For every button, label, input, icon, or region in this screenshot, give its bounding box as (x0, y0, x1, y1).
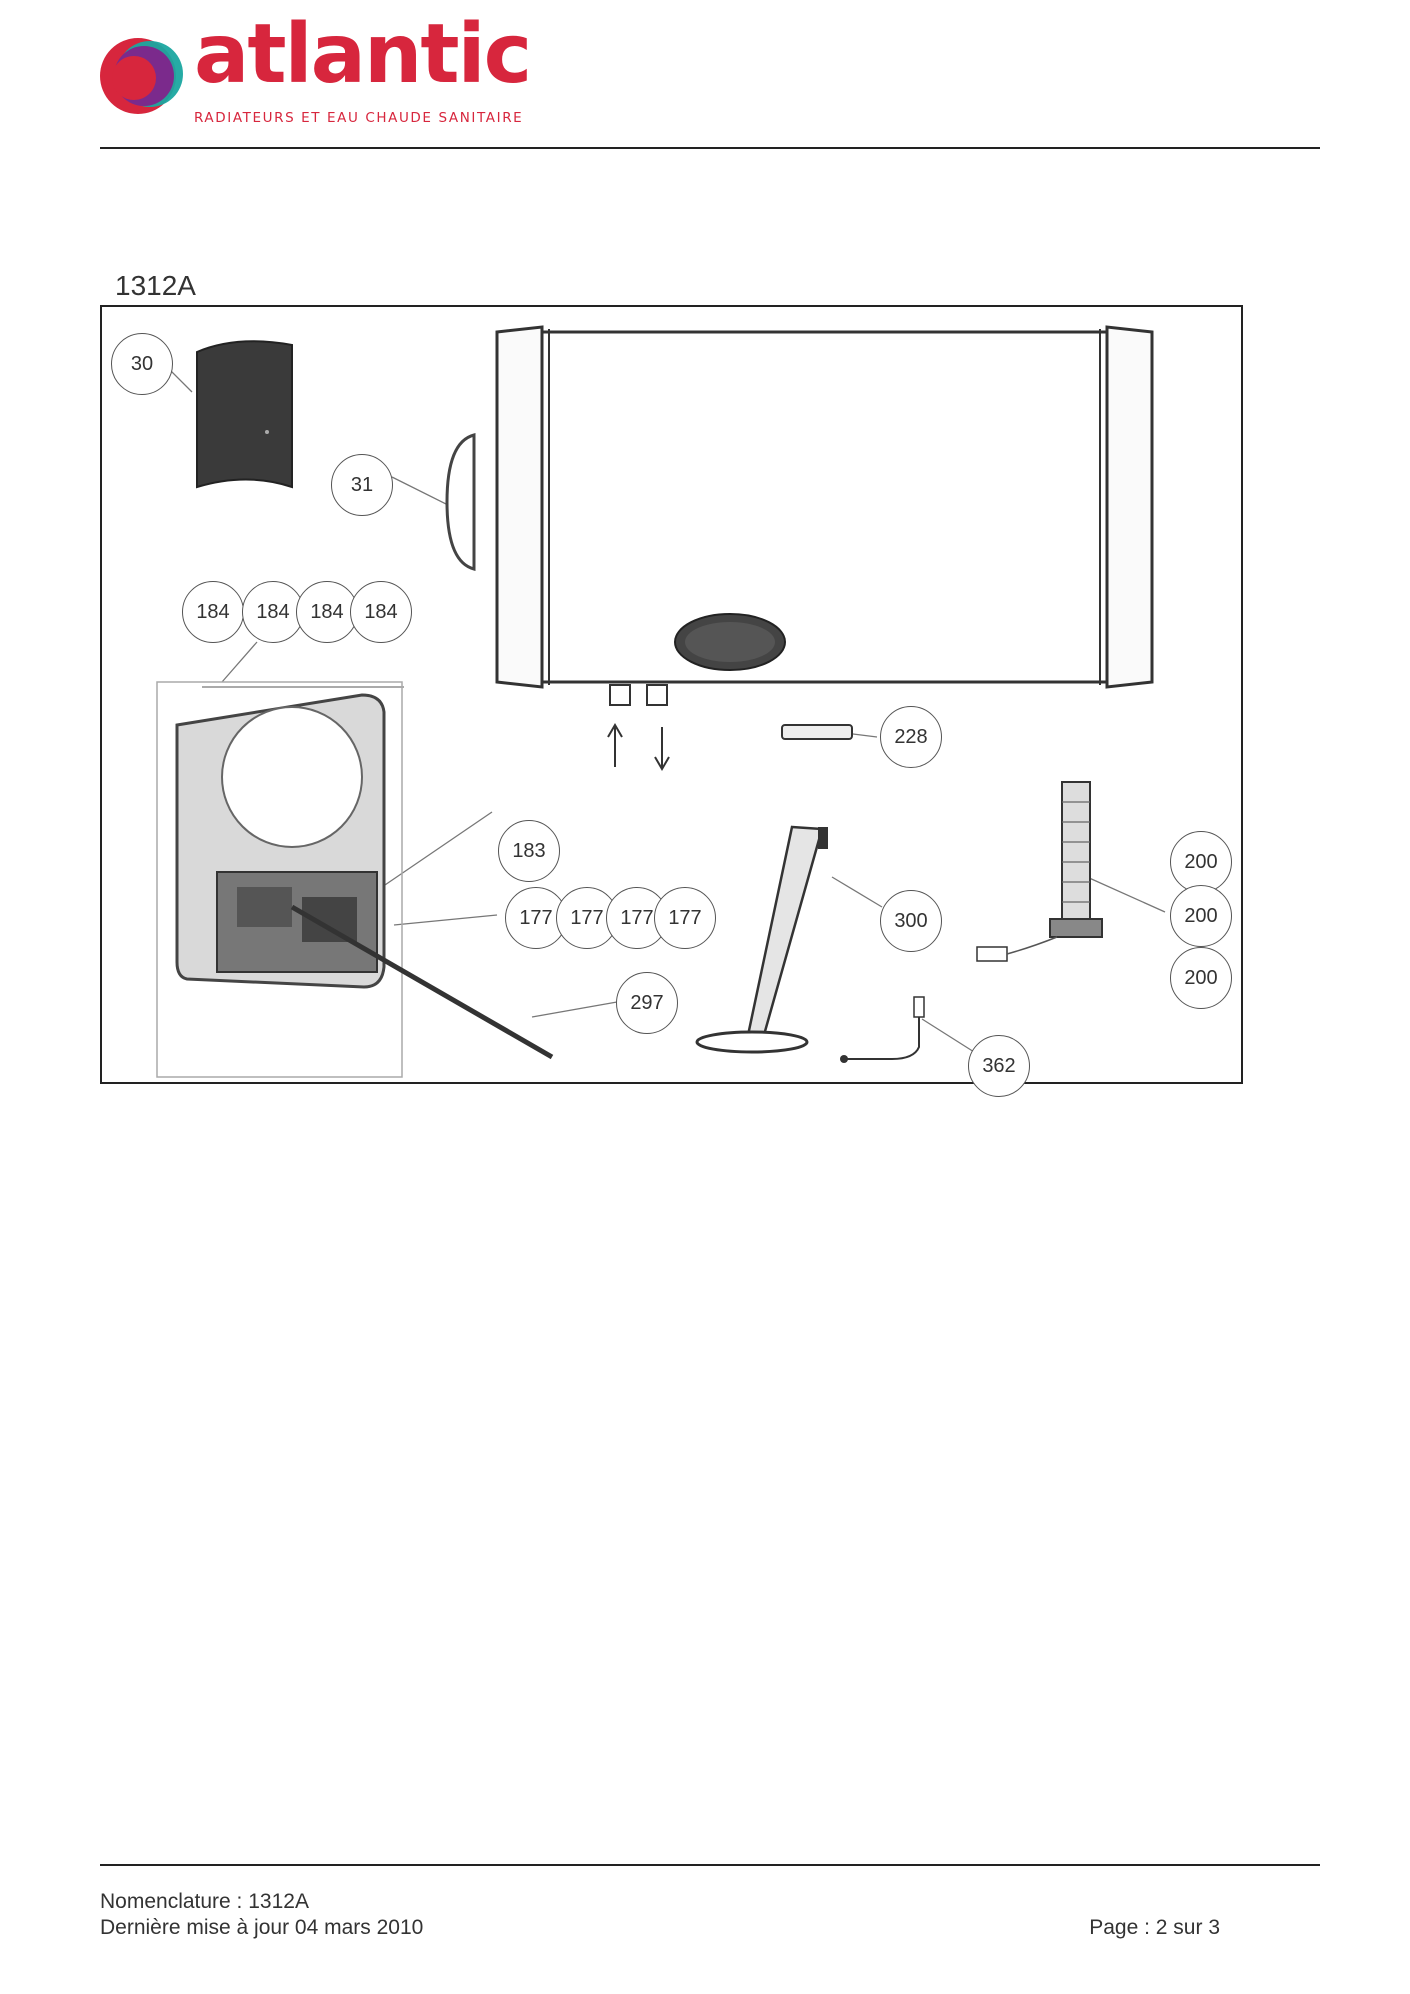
callout-200: 200 (1170, 831, 1232, 893)
parts-illustration (136, 325, 1166, 1078)
reference-title: 1312A (115, 270, 196, 301)
callout-30: 30 (111, 333, 173, 395)
callout-200: 200 (1170, 947, 1232, 1009)
callout-31: 31 (331, 454, 393, 516)
header-divider (100, 147, 1320, 149)
page-number: Page : 2 sur 3 (1089, 1916, 1220, 1939)
callout-297: 297 (616, 972, 678, 1034)
atlantic-logo-icon (100, 38, 183, 114)
callout-184: 184 (242, 581, 304, 643)
footer-divider (100, 1864, 1320, 1866)
callout-184: 184 (182, 581, 244, 643)
callout-300: 300 (880, 890, 942, 952)
callout-177: 177 (654, 887, 716, 949)
callout-184: 184 (350, 581, 412, 643)
footer-nomenclature: Nomenclature : 1312A (100, 1890, 309, 1913)
callout-184: 184 (296, 581, 358, 643)
brand-name: atlantic (194, 7, 532, 102)
exploded-view-diagram: 30 31 184 184 184 184 228 183 177 177 17… (100, 305, 1243, 1097)
footer-updated: Dernière mise à jour 04 mars 2010 (100, 1916, 424, 1939)
brand-logo: atlantic RADIATEURS ET EAU CHAUDE SANITA… (98, 14, 532, 130)
brand-tagline: RADIATEURS ET EAU CHAUDE SANITAIRE (194, 110, 524, 126)
callout-200: 200 (1170, 885, 1232, 947)
callout-228: 228 (880, 706, 942, 768)
callout-362: 362 (968, 1035, 1030, 1097)
callout-183: 183 (498, 820, 560, 882)
